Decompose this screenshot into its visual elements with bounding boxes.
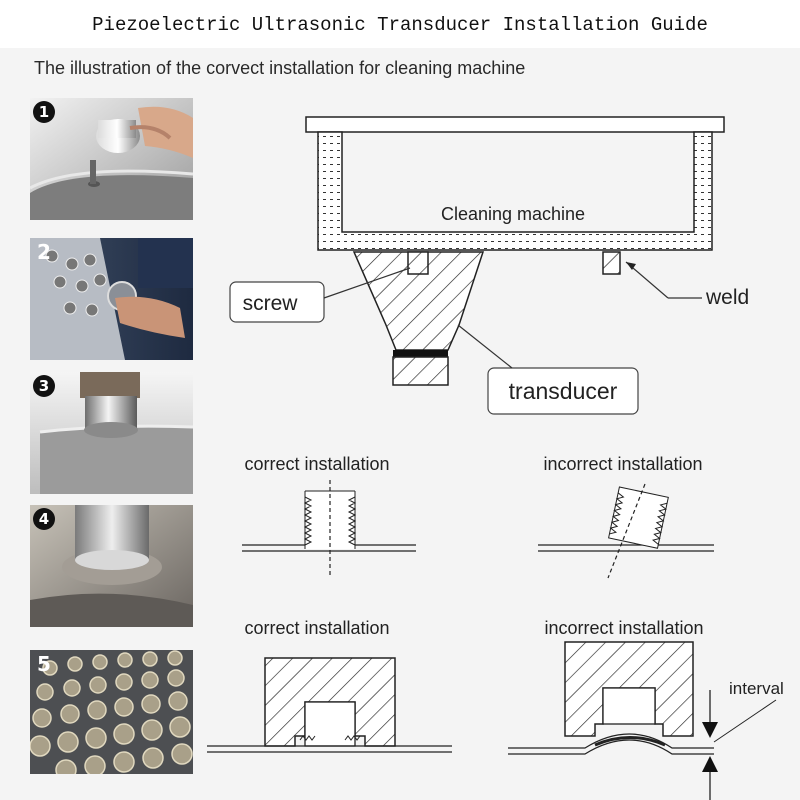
gap-incorrect-diagram (508, 641, 714, 755)
step-photo-1: 1 (30, 98, 193, 220)
step-badge-1: 1 (33, 101, 55, 123)
transducer-ring (393, 350, 448, 357)
step-badge-4: 4 (33, 508, 55, 530)
cleaning-tank: Cleaning machine (305, 116, 725, 251)
interval-marker: interval (702, 679, 784, 800)
gap-correct-label: correct installation (244, 618, 389, 638)
thread-correct-diagram (242, 480, 416, 576)
transducer-shape (352, 251, 485, 386)
callout-screw: screw (229, 267, 411, 323)
subtitle: The illustration of the corvect installa… (34, 58, 526, 78)
callout-weld: weld (625, 261, 749, 309)
step-badge-2: 2 (37, 240, 51, 264)
gap-incorrect-label: incorrect installation (544, 618, 703, 638)
callout-transducer-label: transducer (509, 378, 618, 404)
thread-correct-label: correct installation (244, 454, 389, 474)
step-photo-3: 3 (30, 372, 193, 494)
callout-screw-label: screw (243, 292, 299, 315)
step-photo-4: 4 (30, 505, 193, 627)
thread-incorrect-label: incorrect installation (543, 454, 702, 474)
tank-label: Cleaning machine (441, 204, 585, 224)
step-photo-2: 2 (30, 238, 193, 360)
step-badge-5: 5 (37, 652, 51, 676)
weld-block (602, 251, 621, 275)
interval-label: interval (729, 679, 784, 698)
step-photo-5: 5 (30, 650, 193, 774)
callout-weld-label: weld (705, 286, 749, 309)
thread-incorrect-diagram (538, 483, 714, 579)
page-title: Piezoelectric Ultrasonic Transducer Inst… (0, 0, 800, 48)
callout-transducer: transducer (457, 324, 639, 415)
screw-part (407, 251, 429, 275)
step-badge-3: 3 (33, 375, 55, 397)
gap-correct-diagram (207, 657, 452, 753)
